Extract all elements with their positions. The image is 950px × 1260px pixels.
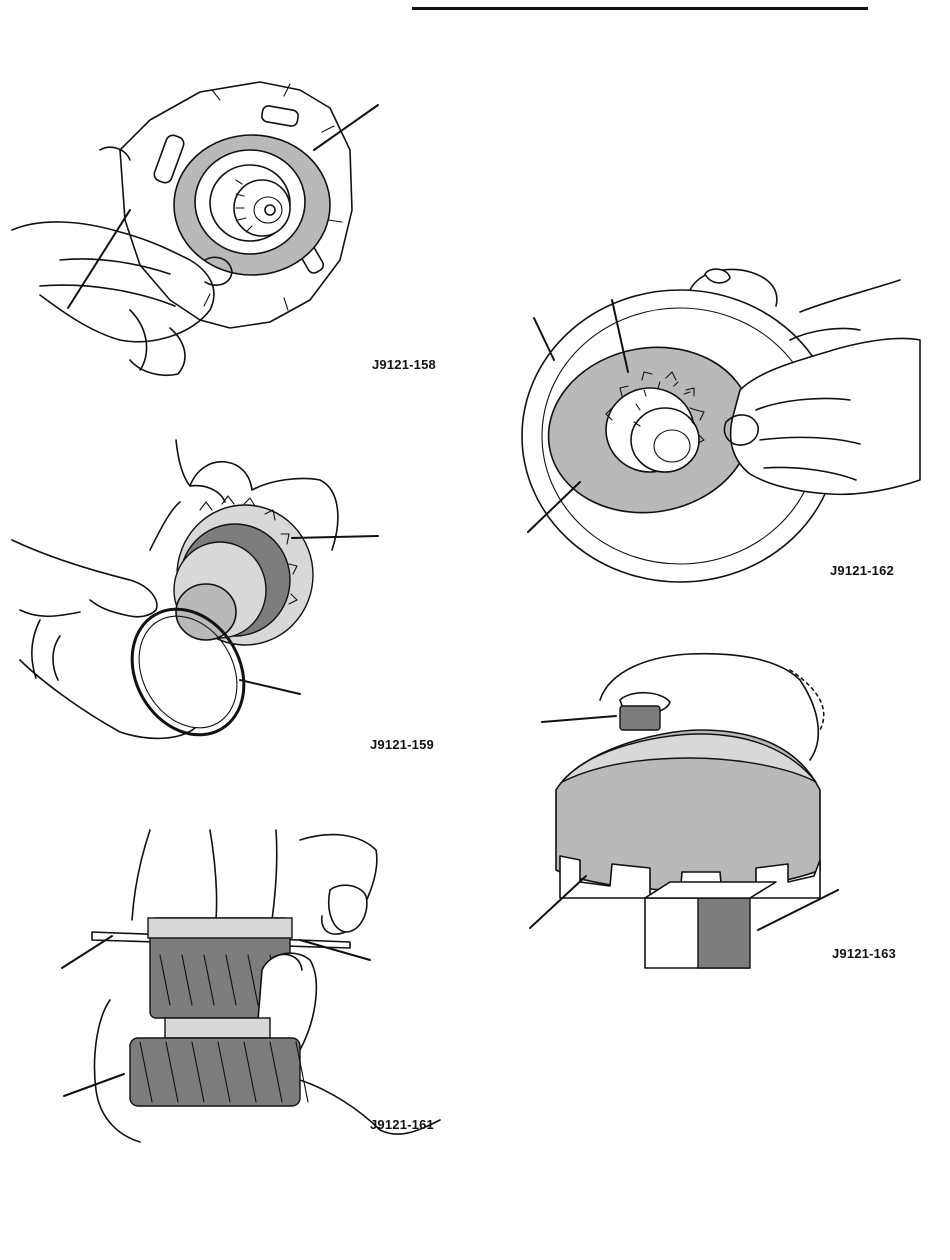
figure-163-illustration [520,650,940,970]
figure-161-caption: J9121-161 [370,1117,434,1132]
figure-159-illustration [0,440,440,760]
figure-158-caption: J9121-158 [372,357,436,372]
figure-163-caption: J9121-163 [832,946,896,961]
figure-161-illustration [0,820,440,1150]
lower-gear-161 [130,1038,300,1106]
figure-159-caption: J9121-159 [370,737,434,752]
figure-158-illustration [0,60,440,380]
header-rule [412,7,868,10]
figure-162-illustration [500,260,930,590]
output-gear-163 [620,706,660,730]
figure-162-caption: J9121-162 [830,563,894,578]
